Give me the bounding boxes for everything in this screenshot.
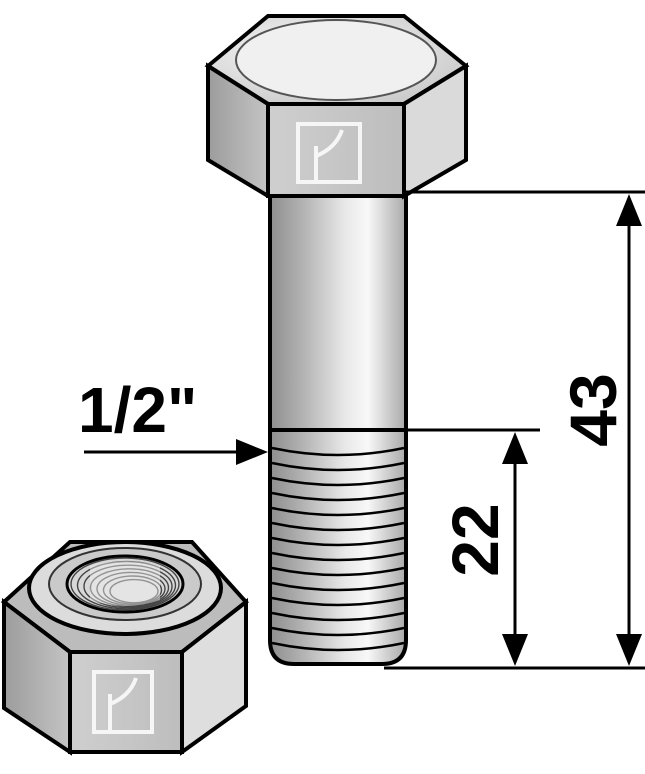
thread-line: [271, 611, 405, 622]
diameter-label: 1/2": [78, 374, 197, 446]
thread-length-label: 22: [438, 503, 512, 576]
thread-line: [271, 551, 405, 562]
thread-line: [271, 446, 405, 457]
nut-thread-ring: [76, 560, 177, 610]
nut-logo-icon: [92, 670, 154, 734]
brand-logo-icon: [296, 122, 362, 184]
nut-thread-ring: [89, 568, 170, 608]
thread-line: [271, 596, 405, 607]
thread-line: [271, 641, 405, 652]
dimension-lines: [84, 190, 645, 670]
total-length-label: 43: [556, 373, 630, 446]
thread-line: [271, 521, 405, 532]
thread-line: [271, 476, 405, 487]
hex-bolt-icon: [204, 14, 470, 200]
nut-thread-ring: [109, 578, 159, 604]
thread-line: [271, 626, 405, 637]
nut-thread-ring: [70, 557, 180, 611]
nut-thread-ring: [83, 564, 173, 609]
thread-line: [271, 491, 405, 502]
thread-line: [271, 506, 405, 517]
thread-line: [271, 461, 405, 472]
thread-line: [271, 581, 405, 592]
bolt-head-right-face: [402, 62, 468, 200]
bolt-thread: [268, 428, 408, 666]
hex-lock-nut-icon: [0, 540, 249, 756]
thread-line: [271, 536, 405, 547]
bolt: [204, 14, 470, 666]
bolt-shank: [268, 194, 408, 432]
dimension-arrowheads: [236, 194, 642, 666]
nut-thread-ring: [96, 571, 166, 606]
thread-line: [271, 566, 405, 577]
nut-thread-ring: [102, 575, 163, 605]
